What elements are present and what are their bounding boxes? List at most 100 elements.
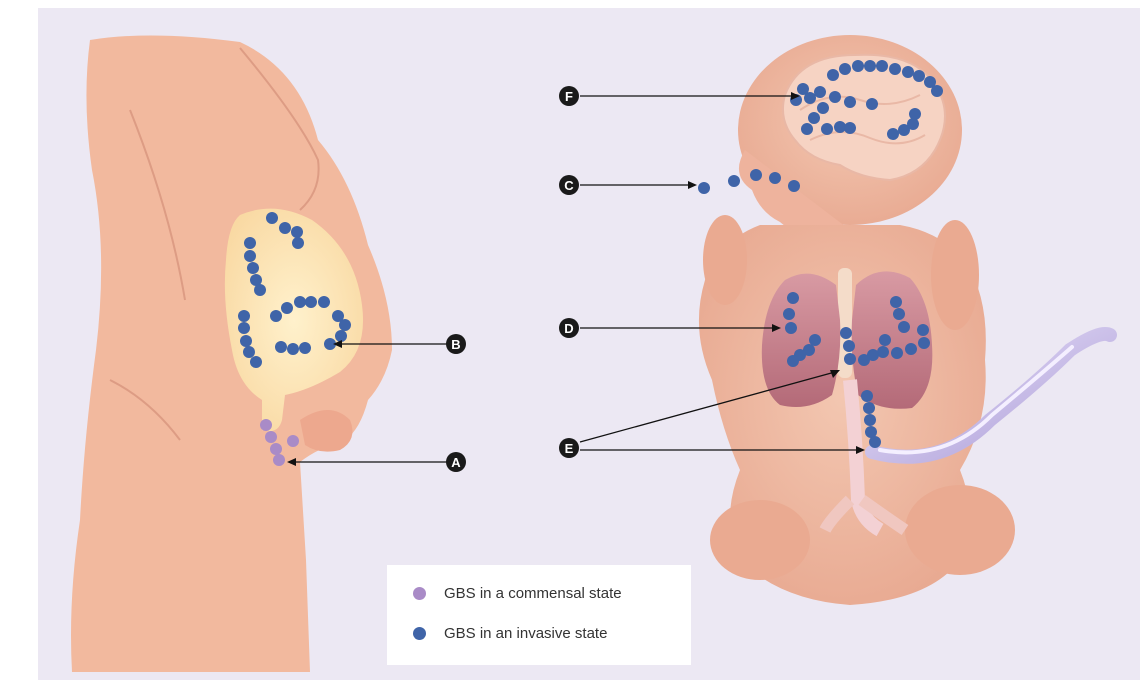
- gbs-dot: [808, 112, 820, 124]
- gbs-dot: [844, 122, 856, 134]
- gbs-dot: [240, 335, 252, 347]
- gbs-dot: [866, 98, 878, 110]
- gbs-dot: [909, 108, 921, 120]
- gbs-dot: [769, 172, 781, 184]
- gbs-dot: [891, 347, 903, 359]
- gbs-dot: [890, 296, 902, 308]
- gbs-dot: [728, 175, 740, 187]
- gbs-dot: [801, 123, 813, 135]
- gbs-dot: [809, 334, 821, 346]
- gbs-dot: [238, 310, 250, 322]
- gbs-dot: [839, 63, 851, 75]
- commensal-dot-icon: [413, 587, 426, 600]
- gbs-dot: [305, 296, 317, 308]
- gbs-dot: [879, 334, 891, 346]
- gbs-dot: [294, 296, 306, 308]
- marker-a: A: [446, 452, 466, 472]
- gbs-dot: [902, 66, 914, 78]
- gbs-dot: [275, 341, 287, 353]
- marker-d-label: D: [564, 321, 573, 336]
- baby-right-leg: [905, 485, 1015, 575]
- gbs-dot: [898, 321, 910, 333]
- gbs-dot: [247, 262, 259, 274]
- gbs-dot: [858, 354, 870, 366]
- gbs-dot: [273, 454, 285, 466]
- gbs-dot: [260, 419, 272, 431]
- gbs-dot: [893, 308, 905, 320]
- gbs-dot: [783, 308, 795, 320]
- legend-label-commensal: GBS in a commensal state: [444, 585, 622, 602]
- baby-left-arm: [703, 215, 747, 305]
- gbs-dot: [244, 237, 256, 249]
- gbs-dot: [244, 250, 256, 262]
- marker-a-label: A: [451, 455, 461, 470]
- gbs-dot: [861, 390, 873, 402]
- gbs-dot: [817, 102, 829, 114]
- gbs-dot: [863, 402, 875, 414]
- gbs-dot: [270, 310, 282, 322]
- gbs-dot: [814, 86, 826, 98]
- gbs-dot: [887, 128, 899, 140]
- vulva-fold: [300, 410, 352, 452]
- legend: GBS in a commensal state GBS in an invas…: [387, 565, 691, 665]
- gbs-dot: [787, 355, 799, 367]
- gbs-dot: [785, 322, 797, 334]
- gbs-dot: [788, 180, 800, 192]
- gbs-dot: [918, 337, 930, 349]
- marker-f: F: [559, 86, 579, 106]
- gbs-dot: [339, 319, 351, 331]
- marker-e-label: E: [565, 441, 574, 456]
- marker-d: D: [559, 318, 579, 338]
- legend-item-invasive: GBS in an invasive state: [413, 625, 607, 642]
- gbs-dot: [750, 169, 762, 181]
- gbs-dot: [876, 60, 888, 72]
- gbs-dot: [335, 330, 347, 342]
- legend-item-commensal: GBS in a commensal state: [413, 585, 622, 602]
- gbs-dot: [844, 353, 856, 365]
- gbs-dot: [292, 237, 304, 249]
- legend-label-invasive: GBS in an invasive state: [444, 625, 607, 642]
- gbs-dot: [864, 414, 876, 426]
- gbs-dot: [844, 96, 856, 108]
- marker-c-label: C: [564, 178, 574, 193]
- gbs-dot: [787, 292, 799, 304]
- gbs-dot: [827, 69, 839, 81]
- marker-e: E: [559, 438, 579, 458]
- gbs-dot: [270, 443, 282, 455]
- gbs-dot: [852, 60, 864, 72]
- marker-f-label: F: [565, 89, 573, 104]
- gbs-dot: [917, 324, 929, 336]
- marker-b-label: B: [451, 337, 460, 352]
- gbs-dot: [243, 346, 255, 358]
- gbs-dot: [281, 302, 293, 314]
- gbs-dot: [287, 343, 299, 355]
- gbs-dot: [913, 70, 925, 82]
- baby-left-leg: [710, 500, 810, 580]
- gbs-dot: [287, 435, 299, 447]
- baby-right-arm: [931, 220, 979, 330]
- marker-b: B: [446, 334, 466, 354]
- gbs-dot: [840, 327, 852, 339]
- gbs-dot: [265, 431, 277, 443]
- gbs-dot: [889, 63, 901, 75]
- gbs-dot: [254, 284, 266, 296]
- gbs-dot: [804, 92, 816, 104]
- gbs-dot: [905, 343, 917, 355]
- gbs-dot: [266, 212, 278, 224]
- gbs-dot: [279, 222, 291, 234]
- gbs-dot: [931, 85, 943, 97]
- gbs-dot: [843, 340, 855, 352]
- invasive-dot-icon: [413, 627, 426, 640]
- gbs-dot: [299, 342, 311, 354]
- gbs-dot: [291, 226, 303, 238]
- gbs-dot: [907, 118, 919, 130]
- gbs-dot: [829, 91, 841, 103]
- gbs-dot: [821, 123, 833, 135]
- gbs-dot: [698, 182, 710, 194]
- gbs-dot: [318, 296, 330, 308]
- gbs-dot: [238, 322, 250, 334]
- marker-c: C: [559, 175, 579, 195]
- gbs-dot: [864, 60, 876, 72]
- gbs-dot: [869, 436, 881, 448]
- gbs-dot: [250, 356, 262, 368]
